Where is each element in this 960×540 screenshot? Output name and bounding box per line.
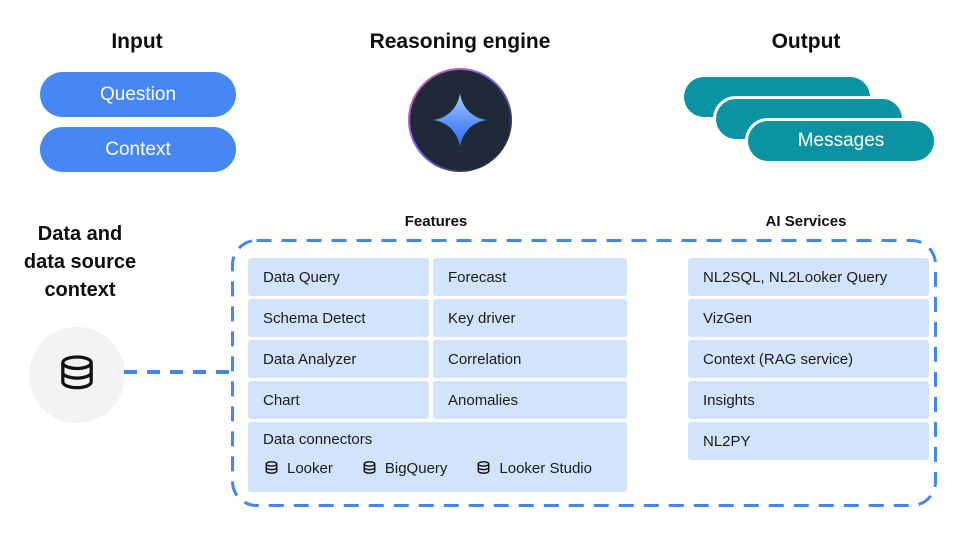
features-label: Features	[404, 213, 468, 230]
gemini-sparkle-icon	[433, 93, 487, 147]
database-icon	[363, 461, 376, 474]
reasoning-engine-inner	[410, 70, 510, 170]
dashed-connector-line	[124, 370, 236, 374]
output-heading: Output	[771, 30, 841, 53]
database-icon	[265, 461, 278, 474]
output-pill-messages: Messages	[745, 118, 937, 164]
connector-label: Looker	[287, 460, 333, 477]
ai-service-context-rag: Context (RAG service)	[688, 340, 929, 378]
question-pill: Question	[40, 72, 236, 117]
feature-cell-key-driver: Key driver	[433, 299, 627, 337]
ai-service-nl2py: NL2PY	[688, 422, 929, 460]
feature-cell-anomalies: Anomalies	[433, 381, 627, 419]
database-icon	[61, 355, 93, 390]
reasoning-engine-circle	[408, 68, 512, 172]
feature-cell-chart: Chart	[248, 381, 429, 419]
caption-line: data source	[23, 251, 137, 273]
feature-cell-data-query: Data Query	[248, 258, 429, 296]
ai-service-insights: Insights	[688, 381, 929, 419]
database-icon	[477, 461, 490, 474]
data-source-circle	[29, 327, 125, 423]
feature-cell-schema-detect: Schema Detect	[248, 299, 429, 337]
ai-service-vizgen: VizGen	[688, 299, 929, 337]
data-context-caption: Data and data source context	[2, 220, 158, 304]
feature-cell-data-analyzer: Data Analyzer	[248, 340, 429, 378]
connector-label: Looker Studio	[499, 460, 592, 477]
feature-cell-correlation: Correlation	[433, 340, 627, 378]
data-connectors-block: Data connectors Looker BigQuery	[248, 422, 627, 492]
caption-line: context	[44, 279, 116, 301]
connector-label: BigQuery	[384, 460, 448, 477]
context-pill: Context	[40, 127, 236, 172]
connector-looker-studio: Looker Studio	[475, 460, 592, 477]
ai-service-nl2sql: NL2SQL, NL2Looker Query	[688, 258, 929, 296]
input-heading: Input	[111, 30, 163, 53]
data-connectors-items: Looker BigQuery Looker Studio	[263, 460, 612, 477]
caption-line: Data and	[37, 223, 123, 245]
reasoning-engine-heading: Reasoning engine	[369, 30, 551, 53]
data-connectors-label: Data connectors	[263, 431, 373, 448]
ai-services-label: AI Services	[765, 213, 847, 230]
feature-cell-forecast: Forecast	[433, 258, 627, 296]
connector-looker: Looker	[263, 460, 333, 477]
features-services-container	[231, 239, 937, 507]
connector-bigquery: BigQuery	[361, 460, 448, 477]
